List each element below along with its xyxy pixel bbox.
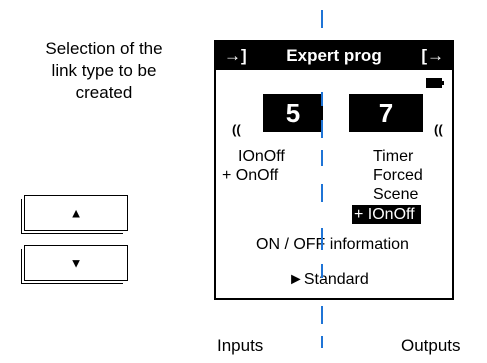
input-type-ionoff: IOnOff — [238, 148, 285, 165]
instruction-caption: Selection of the link type to be created — [18, 38, 190, 104]
divider-segment — [321, 336, 323, 348]
down-button[interactable]: ▼ — [21, 245, 128, 284]
outputs-label: Outputs — [401, 336, 461, 355]
divider-segment — [321, 92, 323, 106]
divider-segment — [321, 150, 323, 166]
signal-right-icon: (( — [434, 122, 443, 137]
up-arrow-icon: ▲ — [69, 205, 83, 221]
signal-left-icon: (( — [232, 122, 241, 137]
divider-spacer — [321, 40, 323, 50]
inputs-label: Inputs — [217, 336, 264, 355]
output-type-timer[interactable]: Timer — [373, 148, 414, 165]
down-arrow-icon: ▼ — [69, 255, 83, 271]
divider-segment — [321, 120, 323, 138]
output-type-ionoff-selected[interactable]: + IOnOff — [352, 205, 421, 224]
caption-line-1: Selection of the — [45, 39, 163, 58]
mode-standard[interactable]: ►Standard — [288, 271, 369, 288]
output-type-forced[interactable]: Forced — [373, 167, 423, 184]
enter-icon[interactable]: →] — [224, 46, 247, 65]
input-number: 5 — [263, 94, 323, 132]
divider-segment — [321, 264, 323, 278]
screen-title: Expert prog — [286, 46, 382, 65]
up-button[interactable]: ▲ — [21, 195, 128, 234]
exit-icon[interactable]: [→ — [421, 46, 444, 65]
divider-line — [321, 10, 323, 28]
divider-segment — [321, 184, 323, 202]
caption-line-2: link type to be — [51, 61, 157, 80]
output-type-scene[interactable]: Scene — [373, 186, 419, 203]
device-screen: →] Expert prog [→ 5 7 (( (( IOnOff + OnO… — [214, 40, 454, 300]
caption-line-3: created — [75, 83, 133, 102]
output-number: 7 — [349, 94, 423, 132]
input-type-onoff: + OnOff — [222, 167, 279, 184]
battery-icon — [426, 78, 444, 88]
link-info: ON / OFF information — [256, 236, 409, 253]
divider-segment — [321, 228, 323, 250]
title-bar: →] Expert prog [→ — [216, 42, 452, 70]
divider-segment — [321, 306, 323, 324]
